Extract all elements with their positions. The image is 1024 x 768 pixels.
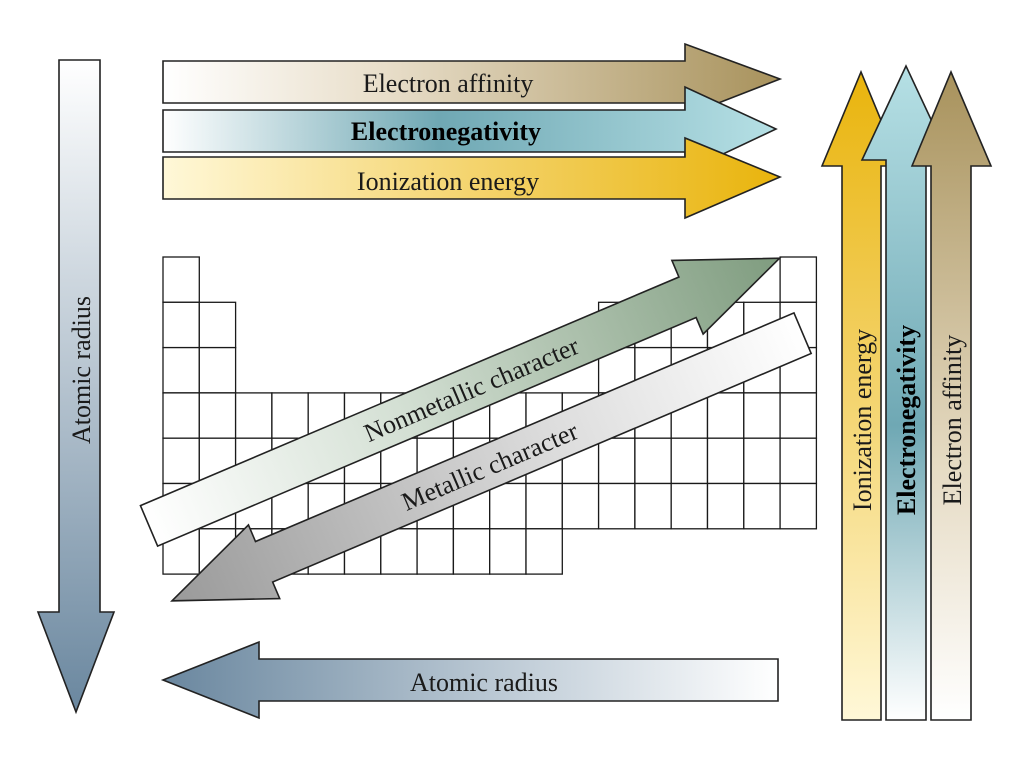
- periodic-table-cell: [416, 528, 455, 575]
- periodic-table-cell: [670, 482, 709, 530]
- electronegativity-side-label: Electronegativity: [892, 325, 921, 515]
- electronegativity-up-arrow: Electronegativity: [860, 64, 952, 721]
- periodic-table-cell: [561, 482, 600, 530]
- periodic-table-cell: [597, 482, 636, 530]
- periodic-table-cell: [779, 437, 818, 485]
- periodic-table-cell: [706, 437, 745, 485]
- periodic-table-cell: [525, 482, 563, 530]
- periodic-table-cell: [489, 528, 527, 575]
- periodic-table-cell: [670, 437, 709, 485]
- periodic-table-cell: [162, 392, 200, 439]
- ionization-energy-top-label: Ionization energy: [357, 167, 539, 196]
- periodic-table-cell: [743, 392, 781, 439]
- periodic-table-cell: [162, 346, 200, 394]
- periodic-table-cell: [743, 437, 781, 485]
- periodic-table-cell: [779, 392, 818, 439]
- periodic-table-cell: [198, 346, 237, 394]
- periodic-table-cell: [162, 301, 200, 349]
- periodic-table-cell: [706, 392, 745, 439]
- periodic-table-cell: [380, 528, 418, 575]
- atomic-radius-vertical-label: Atomic radius: [67, 296, 96, 444]
- electron-affinity-up-arrow: Electron affinity: [910, 69, 993, 721]
- periodic-table-cell: [162, 256, 200, 303]
- periodic-table-cell: [489, 482, 527, 530]
- atomic-radius-horizontal-label: Atomic radius: [410, 668, 558, 697]
- ionization-energy-up-arrow: Ionization energy: [820, 69, 902, 721]
- periodic-table-cell: [198, 301, 237, 349]
- periodic-table-cell: [779, 256, 818, 303]
- periodic-table-cell: [597, 437, 636, 485]
- periodic-table-cell: [525, 528, 563, 575]
- periodic-table-cell: [234, 392, 273, 439]
- periodic-table-cell: [706, 482, 745, 530]
- electron-affinity-side-label: Electron affinity: [938, 335, 967, 506]
- periodic-table-cell: [779, 482, 818, 530]
- periodic-table-cell: [634, 437, 672, 485]
- electron-affinity-top-label: Electron affinity: [363, 69, 534, 98]
- electron-affinity-right-arrow: Electron affinity: [162, 42, 783, 118]
- electronegativity-top-label: Electronegativity: [351, 117, 541, 146]
- periodic-table-cell: [162, 437, 200, 485]
- periodic-table-cell: [634, 482, 672, 530]
- periodic-table-cell: [452, 528, 491, 575]
- atomic-radius-left-arrow: Atomic radius: [160, 640, 779, 720]
- ionization-energy-right-arrow: Ionization energy: [162, 136, 783, 220]
- ionization-energy-side-label: Ionization energy: [848, 329, 877, 511]
- periodic-table-cell: [271, 392, 309, 439]
- periodic-table-cell: [198, 392, 237, 439]
- electronegativity-right-arrow: Electronegativity: [162, 85, 778, 174]
- periodic-table-cell: [743, 482, 781, 530]
- atomic-radius-down-arrow: Atomic radius: [36, 59, 116, 715]
